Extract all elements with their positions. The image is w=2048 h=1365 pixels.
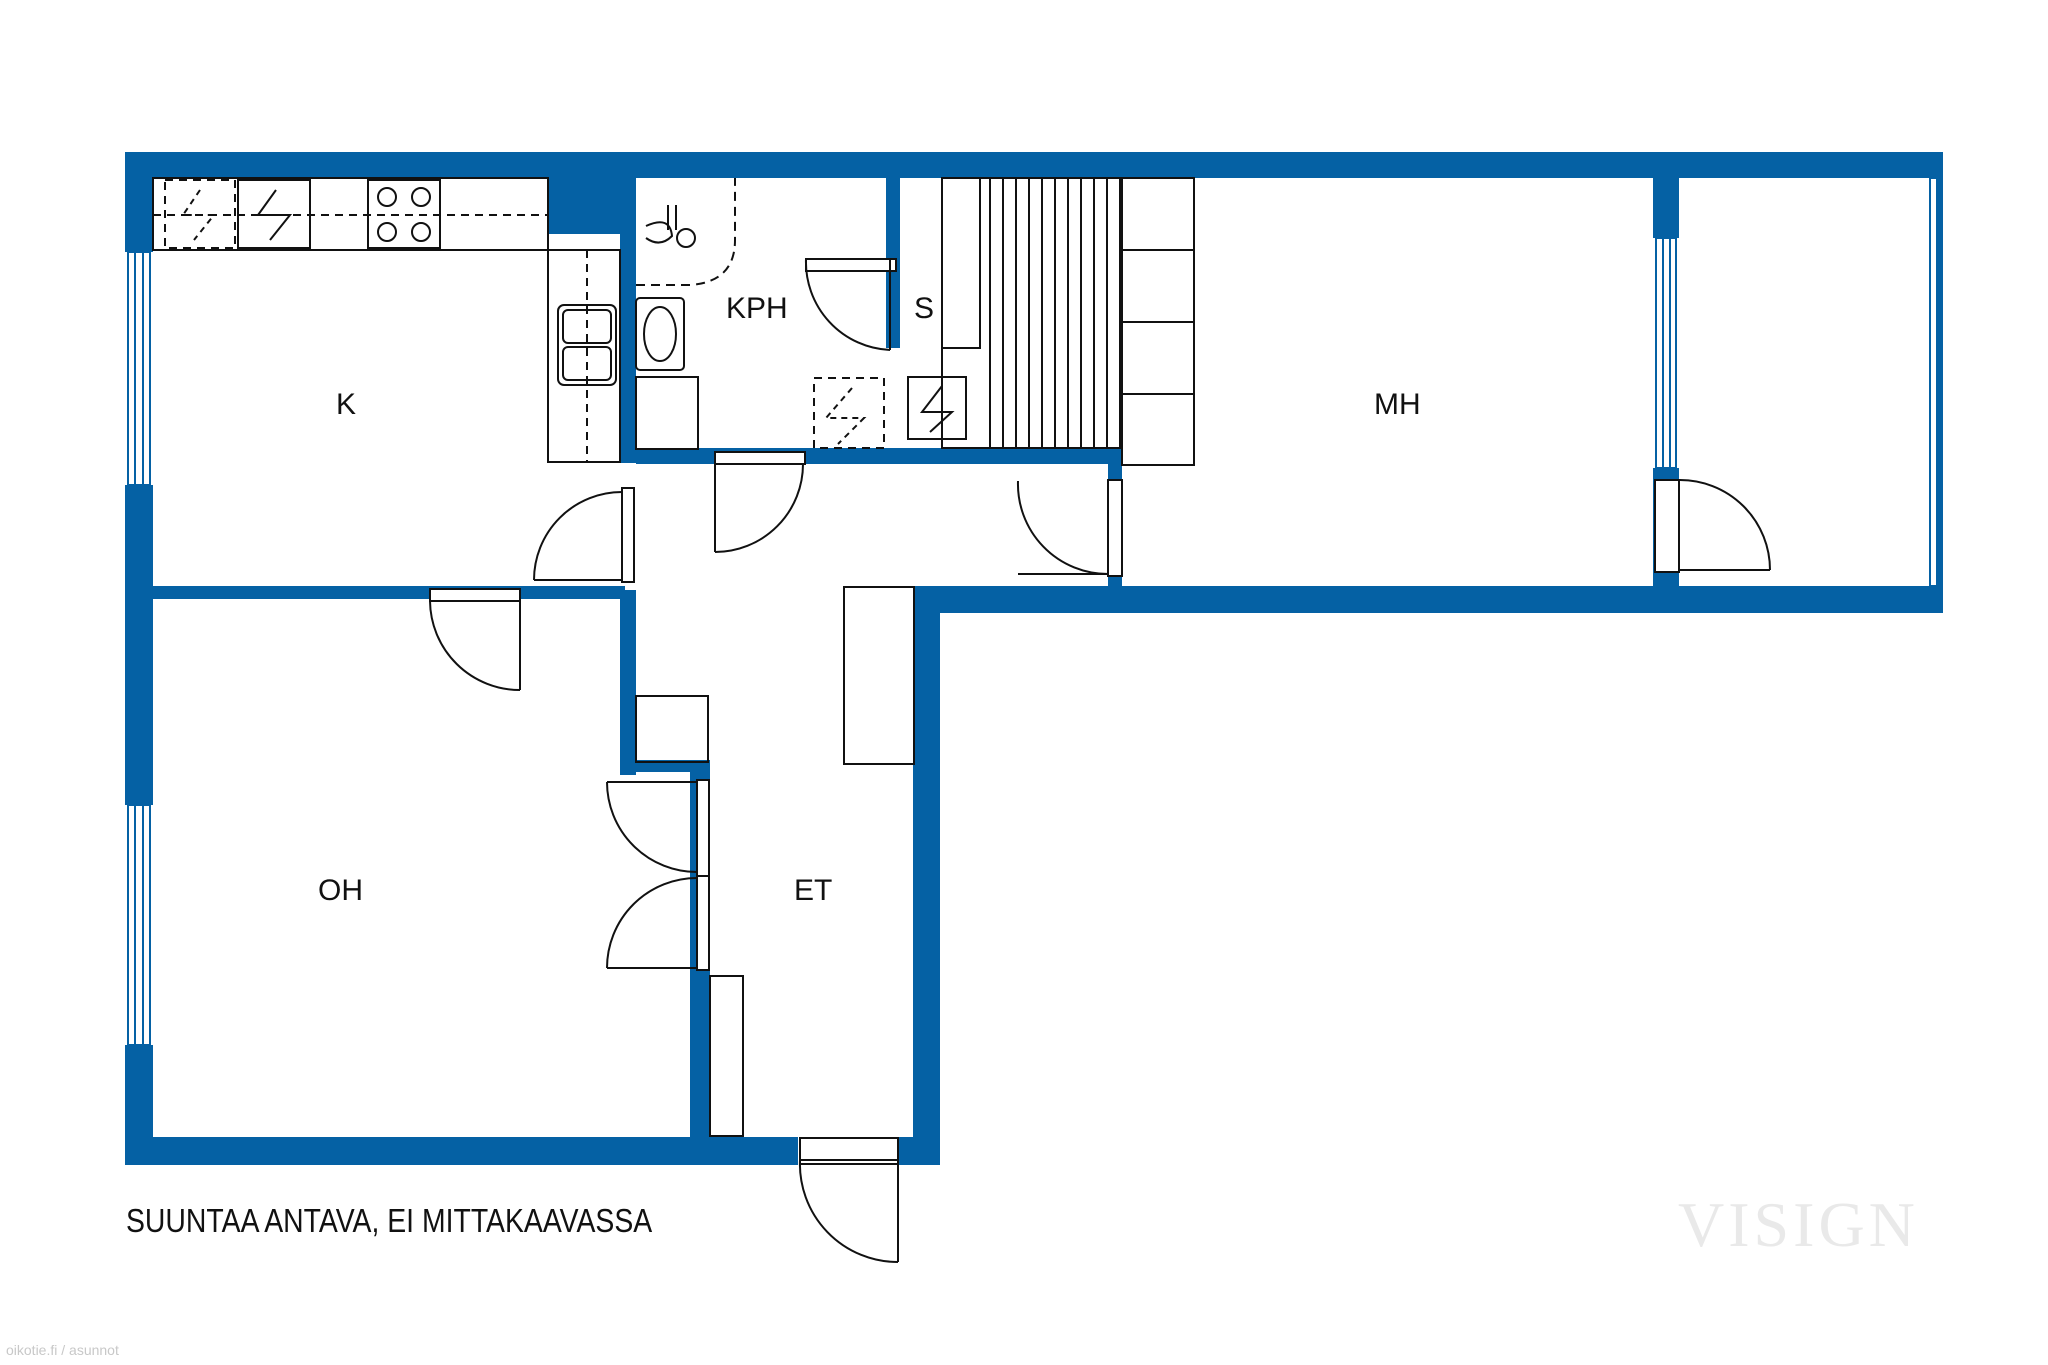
door-sauna [804, 258, 897, 351]
fixtures [152, 177, 1195, 1137]
door-kitchen [533, 487, 635, 583]
source-credit: oikotie.fi / asunnot [6, 1342, 119, 1358]
walls [125, 152, 1943, 1165]
room-label-sauna: S [914, 292, 934, 325]
door-living-room [429, 588, 521, 691]
room-label-bedroom: MH [1374, 388, 1421, 421]
scale-disclaimer: SUUNTAA ANTAVA, EI MITTAKAAVASSA [126, 1202, 653, 1239]
room-label-living-room: OH [318, 874, 363, 907]
room-label-hall: ET [794, 874, 832, 907]
windows [127, 177, 1941, 1046]
door-bedroom [1016, 479, 1123, 577]
door-hall-closet-2 [606, 875, 710, 971]
room-label-kitchen: K [336, 388, 356, 421]
door-balcony [1654, 478, 1771, 573]
room-label-bathroom: KPH [726, 292, 788, 325]
sauna-bench-slats [989, 178, 1108, 448]
doors [429, 258, 1771, 1264]
door-entrance [798, 1137, 899, 1264]
watermark-logo: VISIGN [1678, 1189, 1919, 1260]
room-labels: K KPH S MH OH ET [318, 292, 1421, 907]
door-bathroom [714, 451, 806, 553]
door-hall-closet-1 [606, 779, 710, 877]
